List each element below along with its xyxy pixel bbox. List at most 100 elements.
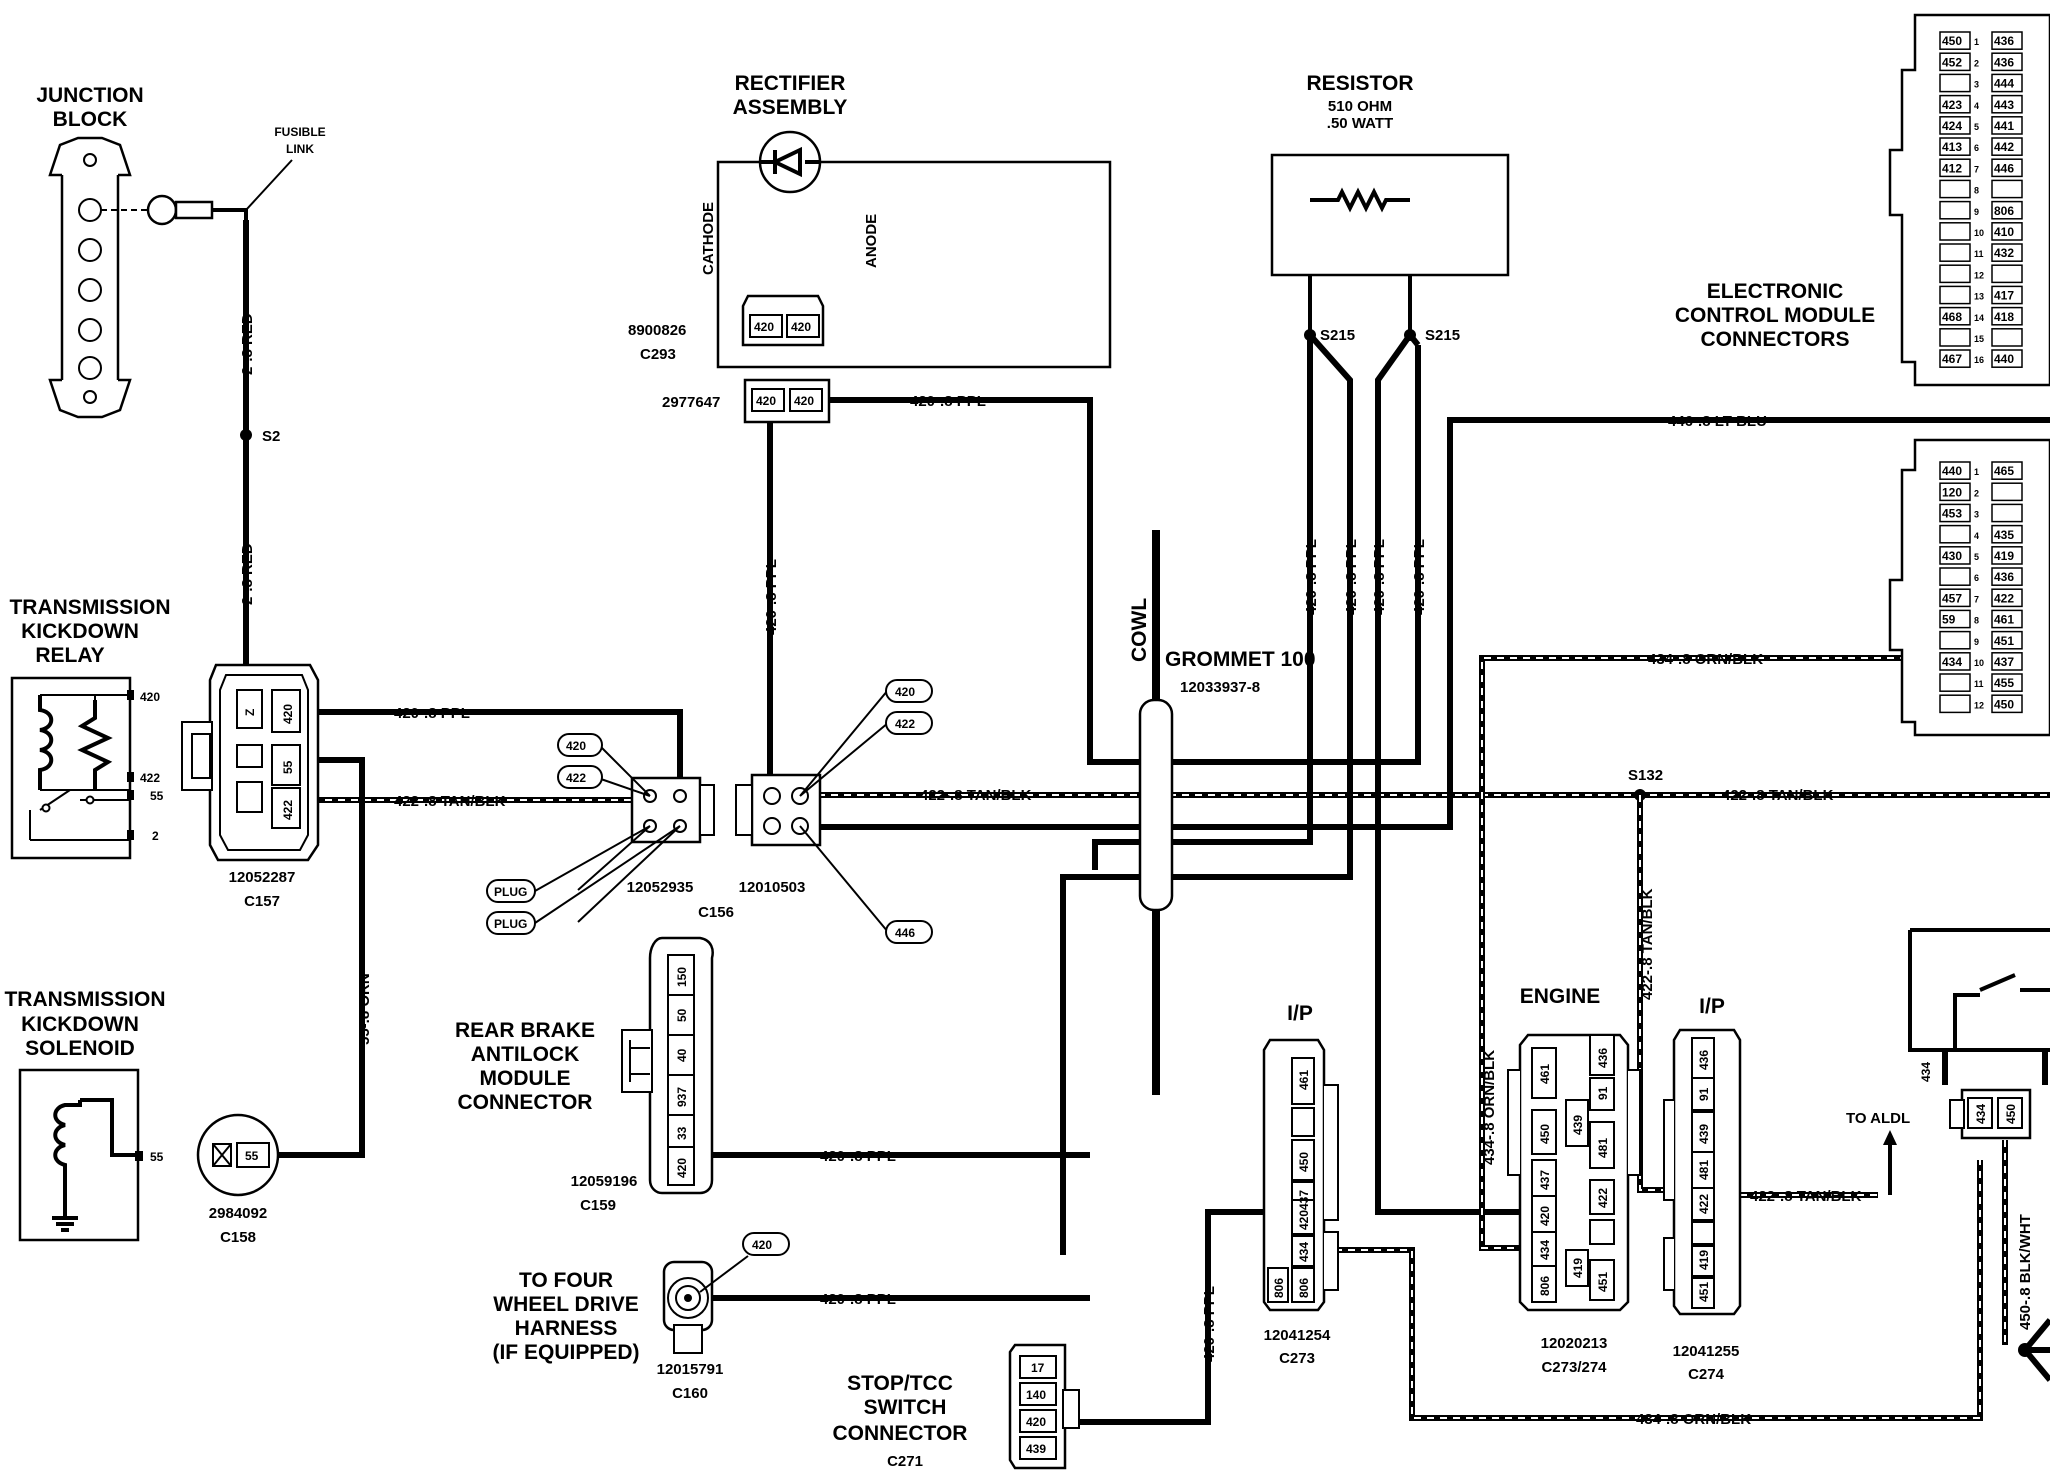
rect-mate-cav-2 <box>789 388 823 412</box>
c159-pin-150: 150 <box>675 967 689 987</box>
relay-pin-2: 2 <box>152 829 159 843</box>
rear-brake-module: REAR BRAKE ANTILOCK MODULE CONNECTOR 150… <box>455 936 896 1214</box>
c274-label: C274 <box>1688 1366 1725 1383</box>
engine-cav-439 <box>1565 1099 1589 1147</box>
ecm-cavity-right <box>1991 588 2023 608</box>
ecm-cavity-right-text: 436 <box>1994 55 2014 69</box>
c156a-part-number: 12052935 <box>627 879 694 896</box>
ecm-cavity-left-text: 412 <box>1942 161 1962 175</box>
wire-s215-c <box>1375 333 1520 1215</box>
ecm-cavity-number: 10 <box>1974 658 1984 668</box>
ecm-cavity-left-text: 59 <box>1942 613 1956 627</box>
ecm-cavity-number: 7 <box>1974 594 1979 604</box>
relay-coil <box>38 695 54 790</box>
ecm-cavity-number: 11 <box>1974 249 1984 259</box>
callout-446-right <box>885 920 933 944</box>
relay-pin-422: 422 <box>140 771 160 785</box>
rectifier-label-2: ASSEMBLY <box>733 96 848 119</box>
aldl-pin-434: 434 <box>1974 1104 1988 1124</box>
rectifier-assembly: RECTIFIER ASSEMBLY CATHODE ANODE 420 420… <box>628 72 1112 635</box>
engine-cav-422 <box>1589 1179 1615 1215</box>
cowl-grommet: COWL GROMMET 100 12033937-8 <box>1128 530 1316 1095</box>
engine-pin-436: 436 <box>1596 1048 1610 1068</box>
cathode-label: CATHODE <box>700 202 717 275</box>
splice-s215-right <box>1404 329 1416 341</box>
c274-pin-451: 451 <box>1697 1282 1711 1302</box>
wire-label-434-bottom: 434-.8 ORN/BLK <box>1636 1411 1751 1428</box>
wire-446 <box>795 417 2050 830</box>
ecm-cavity-right-text: 442 <box>1994 140 2014 154</box>
c274-side-b <box>1663 1237 1674 1291</box>
ecm-cavity-number: 1 <box>1974 37 1979 47</box>
anode-label: ANODE <box>863 214 880 268</box>
ecm-cavity-right-text: 444 <box>1994 77 2014 91</box>
c273-pin-434: 434 <box>1297 1242 1311 1262</box>
ecm-cavity-number: 8 <box>1974 186 1979 196</box>
ecm-cavity-right-text: 417 <box>1994 289 2014 303</box>
engine-label: ENGINE <box>1520 985 1601 1008</box>
junction-block-tab-hole-top <box>83 153 97 167</box>
ip-connector-c273: I/P 461 450 437 420 434 806 806 12041254… <box>1262 1002 1339 1367</box>
c159-part-number: 12059196 <box>571 1173 638 1190</box>
c159-cav-420 <box>667 1146 695 1186</box>
relay-resistor <box>77 700 113 790</box>
ecm-cavity-left <box>1939 73 1971 93</box>
ecm-cavity-right <box>1991 694 2023 714</box>
relay-pin-420: 420 <box>140 690 160 704</box>
ecm-right-switch <box>1953 973 2050 1050</box>
ecm-cavity-right <box>1991 94 2023 114</box>
ecm-cavity-right <box>1991 328 2023 347</box>
ecm-cavity-left <box>1939 285 1971 305</box>
engine-pin-422: 422 <box>1596 1188 1610 1208</box>
wire-label-420-c160: 420-.8 PPL <box>820 1291 896 1308</box>
ecm-cavity-left <box>1939 524 1971 544</box>
four-wheel-label-3: HARNESS <box>515 1317 618 1340</box>
rect-mate-part-number: 2977647 <box>662 394 720 411</box>
c160-callout <box>742 1232 790 1256</box>
wire-label-422-c156: 422-.8 TAN/BLK <box>920 787 1032 804</box>
c159-clip-a <box>621 1029 653 1093</box>
splice-s132-label: S132 <box>1628 767 1663 784</box>
ecm-cavity-left-text: 467 <box>1942 352 1962 366</box>
ecm-cavity-right <box>1991 630 2023 650</box>
ecm-cavity-left <box>1939 243 1971 262</box>
ring-terminal <box>146 194 178 226</box>
wire-label-ppl-v4: 420-.8 PPL <box>1411 539 1428 615</box>
c157-cav-55 <box>271 744 301 786</box>
c160-tail <box>673 1324 703 1354</box>
ecm-cavity-number: 11 <box>1974 679 1984 689</box>
engine-cav-436 <box>1589 1034 1615 1076</box>
ecm-cavity-left-text: 434 <box>1942 655 1962 669</box>
c274-pin-419: 419 <box>1697 1250 1711 1270</box>
engine-cav-91 <box>1589 1077 1615 1111</box>
c157-z: Z <box>243 709 257 716</box>
aldl-wire-434: 434 <box>1919 1062 1933 1082</box>
callout-422-right <box>885 711 933 735</box>
callout-420-left-text: 420 <box>566 739 586 753</box>
ecm-right-down <box>1942 1050 2048 1085</box>
ecm-cavity-number: 12 <box>1974 270 1984 280</box>
c159-pin-40: 40 <box>675 1048 689 1062</box>
solenoid-label-2: KICKDOWN <box>21 1013 139 1036</box>
wire-label-ppl-v3: 420-.8 PPL <box>1371 539 1388 615</box>
ecm-cavity-left-text: 450 <box>1942 34 1962 48</box>
c273-pin-806b: 806 <box>1297 1278 1311 1298</box>
c273-cav-420 <box>1291 1199 1315 1235</box>
rect-mate-cav-1 <box>751 388 785 412</box>
engine-pin-419: 419 <box>1571 1258 1585 1278</box>
engine-cav-450 <box>1531 1109 1557 1155</box>
stop-tcc-label-1: STOP/TCC <box>847 1372 953 1395</box>
junction-block: JUNCTION BLOCK FUSIBLE LINK 2-.8 RED S2 … <box>36 84 325 605</box>
c274-part-number: 12041255 <box>1673 1343 1740 1360</box>
c274-cav-blank <box>1691 1221 1715 1245</box>
c160-label: C160 <box>672 1385 708 1402</box>
four-wheel-label-1: TO FOUR <box>519 1269 613 1292</box>
ecm-cavity-left <box>1939 567 1971 586</box>
c271-pin-140: 140 <box>1026 1388 1046 1402</box>
wire-434-lower-stripe <box>1322 1160 1981 1419</box>
engine-side-l <box>1507 1069 1520 1176</box>
c271-cav-17 <box>1019 1355 1057 1379</box>
engine-cav-blank <box>1589 1219 1615 1245</box>
ecm-cavity-right-text: 450 <box>1994 697 2014 711</box>
